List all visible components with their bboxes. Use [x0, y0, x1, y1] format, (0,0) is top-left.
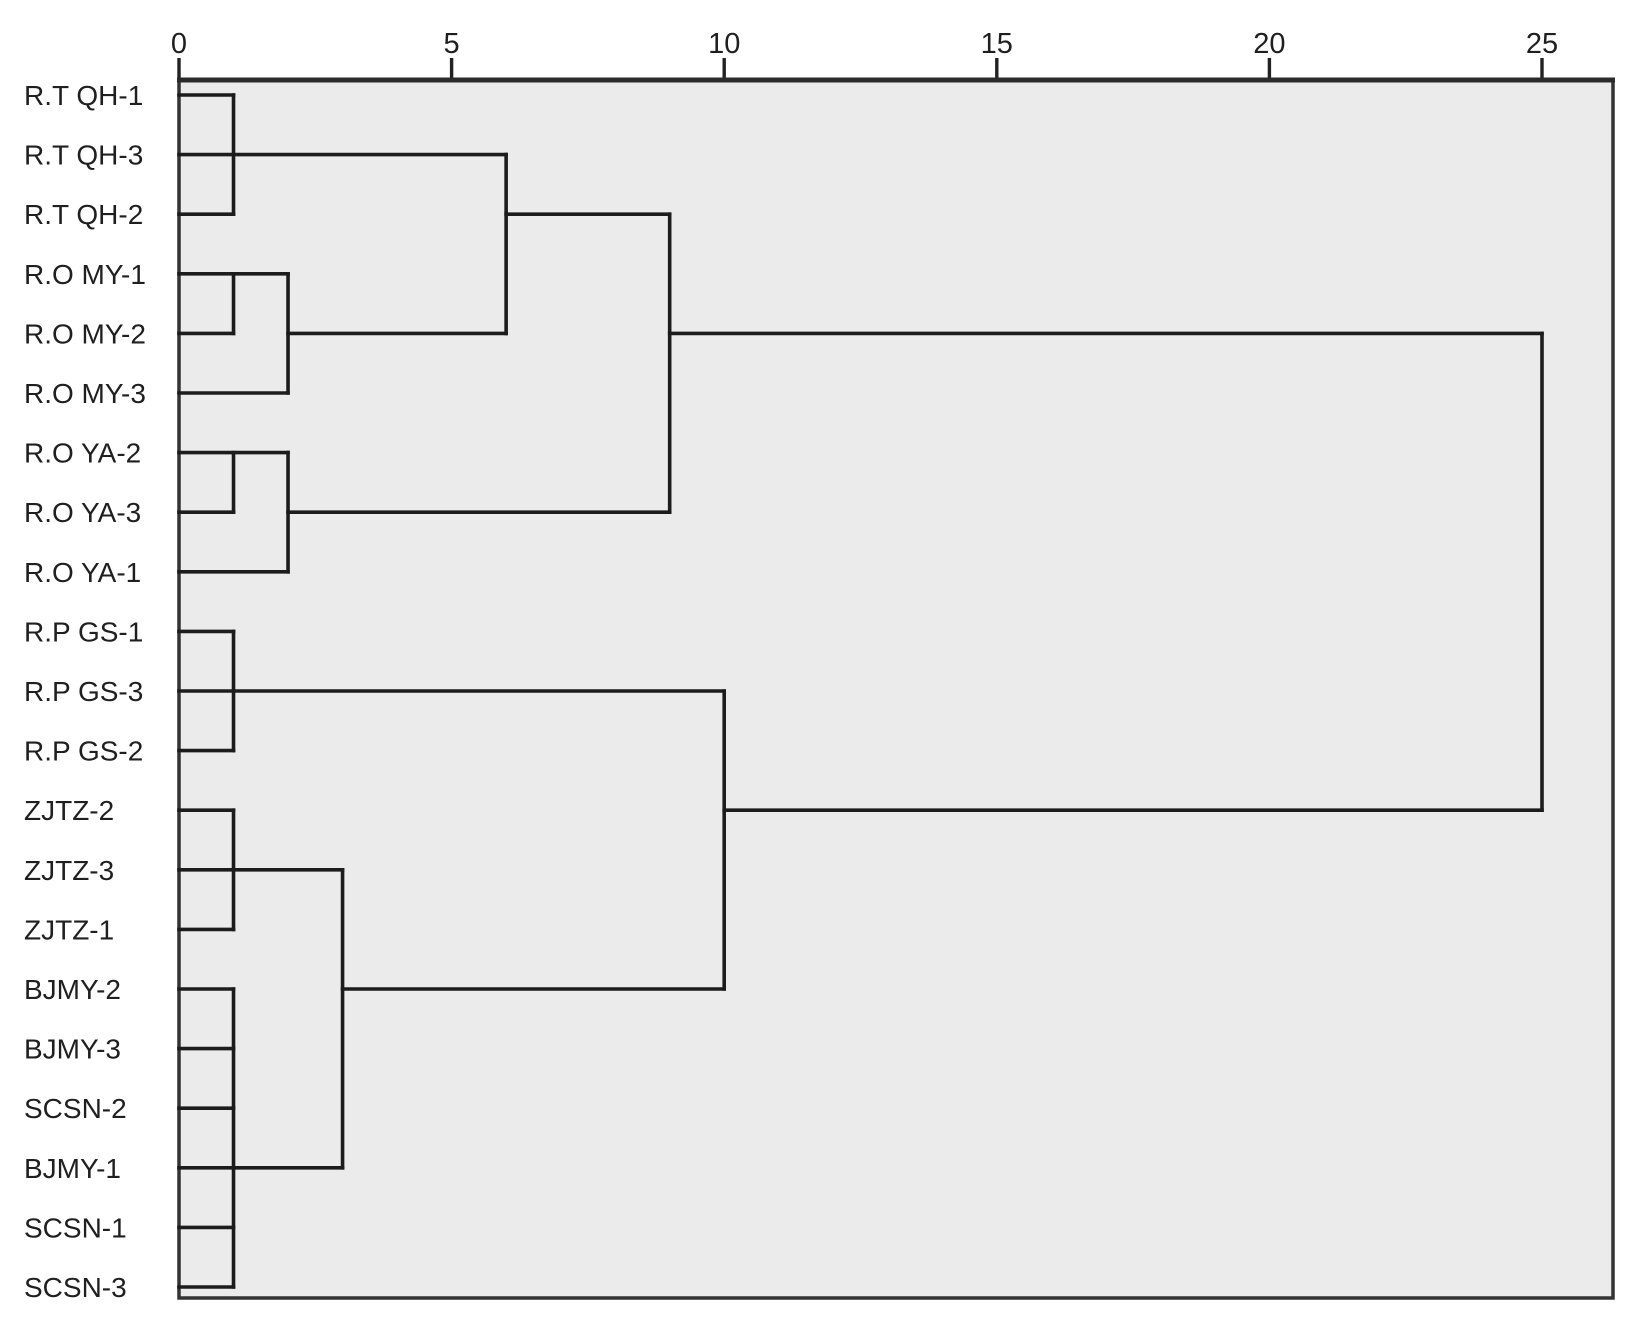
leaf-label: R.T QH-2: [24, 199, 143, 230]
x-axis-tick-label: 5: [444, 28, 460, 60]
leaf-label: R.T QH-3: [24, 140, 143, 171]
plot-area: [179, 80, 1613, 1298]
x-axis-tick-label: 15: [981, 28, 1013, 60]
leaf-label: R.O MY-2: [24, 318, 146, 349]
x-axis-tick-label: 20: [1253, 28, 1285, 60]
leaf-label: SCSN-3: [24, 1272, 127, 1303]
leaf-label: BJMY-2: [24, 974, 121, 1005]
x-axis-tick-label: 25: [1526, 28, 1558, 60]
leaf-label: R.O MY-1: [24, 259, 146, 290]
leaf-label: ZJTZ-2: [24, 795, 114, 826]
leaf-label: SCSN-1: [24, 1212, 127, 1243]
leaf-label: R.O YA-3: [24, 497, 141, 528]
leaf-label: R.O YA-2: [24, 438, 141, 469]
x-axis-tick-label: 0: [171, 28, 187, 60]
leaf-label: BJMY-1: [24, 1153, 121, 1184]
leaf-label: R.P GS-1: [24, 616, 143, 647]
leaf-label: R.T QH-1: [24, 80, 143, 111]
leaf-label: R.P GS-3: [24, 676, 143, 707]
leaf-label: R.O MY-3: [24, 378, 146, 409]
leaf-label: R.O YA-1: [24, 557, 141, 588]
leaf-label: ZJTZ-3: [24, 855, 114, 886]
leaf-label: BJMY-3: [24, 1034, 121, 1065]
leaf-label: R.P GS-2: [24, 736, 143, 767]
leaf-label: ZJTZ-1: [24, 914, 114, 945]
leaf-label: SCSN-2: [24, 1093, 127, 1124]
x-axis-tick-label: 10: [708, 28, 740, 60]
